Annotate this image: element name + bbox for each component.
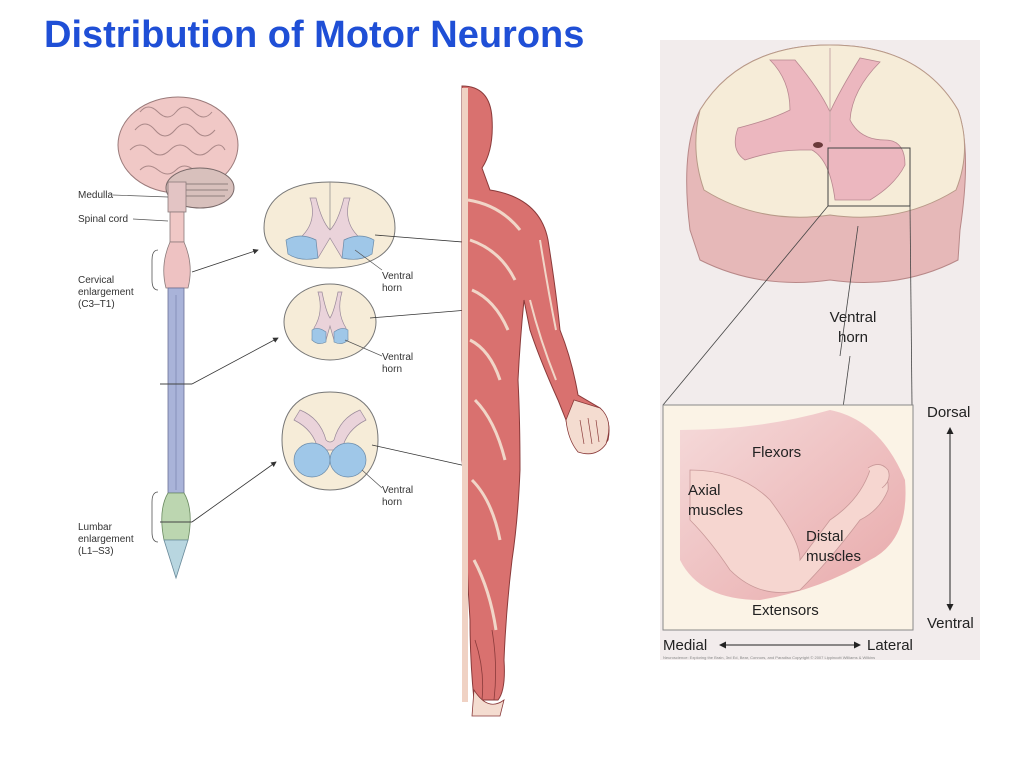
somatotopic-inset	[662, 404, 914, 631]
lumbar-label-line2: enlargement	[78, 534, 134, 545]
flexors-label: Flexors	[752, 444, 801, 461]
lumbar-label-line1: Lumbar	[78, 522, 113, 533]
thoracic-cross-section	[283, 283, 377, 361]
axial-muscles-label-line2: muscles	[688, 502, 743, 519]
arrow-to-trunk-muscle	[369, 307, 469, 319]
zoom-box	[827, 147, 911, 207]
arrow-lumbar-section	[191, 461, 277, 523]
extensors-label: Extensors	[752, 602, 819, 619]
distal-muscles-label-line2: muscles	[806, 548, 861, 565]
zoom-line-right	[909, 205, 913, 406]
dorsal-axis-label: Dorsal	[927, 404, 970, 421]
distal-muscles-label-line1: Distal	[806, 528, 844, 545]
ventral-horn-label-line1: Ventral	[830, 309, 877, 326]
slide-title: Distribution of Motor Neurons	[44, 14, 585, 56]
zoom-line-left	[662, 205, 829, 406]
ventral-horn-label-c-line1: Ventral	[382, 485, 413, 496]
spinal-cord-label: Spinal cord	[78, 214, 128, 225]
medulla-label: Medulla	[78, 190, 113, 201]
arrow-cervical-section	[191, 248, 259, 273]
body-musculature-illustration	[461, 85, 610, 717]
ventral-horn-label-a-line2: horn	[382, 283, 402, 294]
ventral-horn-label-line2: horn	[838, 329, 868, 346]
image-credit: Neuroscience: Exploring the Brain, 3rd E…	[663, 655, 875, 660]
ventral-horn-leader-b	[344, 339, 383, 357]
ventral-horn-leader-c	[361, 469, 383, 489]
spinal-cord-illustration	[161, 211, 191, 580]
brain-illustration	[117, 96, 239, 213]
ventral-horn-label-c-line2: horn	[382, 497, 402, 508]
cervical-label-line3: (C3–T1)	[78, 299, 115, 310]
ventral-horn-label-a-line1: Ventral	[382, 271, 413, 282]
cervical-label-line1: Cervical	[78, 275, 114, 286]
cervical-bracket	[151, 249, 159, 291]
lumbar-bracket	[151, 491, 159, 543]
ventral-axis-label: Ventral	[927, 615, 974, 632]
cervical-cross-section	[263, 181, 396, 269]
ventral-horn-label-b-line2: horn	[382, 364, 402, 375]
axial-muscles-label-line1: Axial	[688, 482, 721, 499]
lateral-axis-label: Lateral	[867, 637, 913, 654]
medial-axis-label: Medial	[663, 637, 707, 654]
lumbar-label-line3: (L1–S3)	[78, 546, 114, 557]
ventral-horn-pointer-upper	[839, 225, 859, 357]
ventral-horn-leader-a	[354, 249, 383, 271]
ventral-horn-label-b-line1: Ventral	[382, 352, 413, 363]
arrow-to-leg-muscle	[371, 444, 476, 470]
spinal-cord-leader	[132, 218, 169, 222]
lumbar-cross-section	[281, 391, 379, 491]
cervical-label-line2: enlargement	[78, 287, 134, 298]
arrow-thoracic-section	[191, 337, 279, 385]
medulla-leader	[112, 194, 169, 198]
